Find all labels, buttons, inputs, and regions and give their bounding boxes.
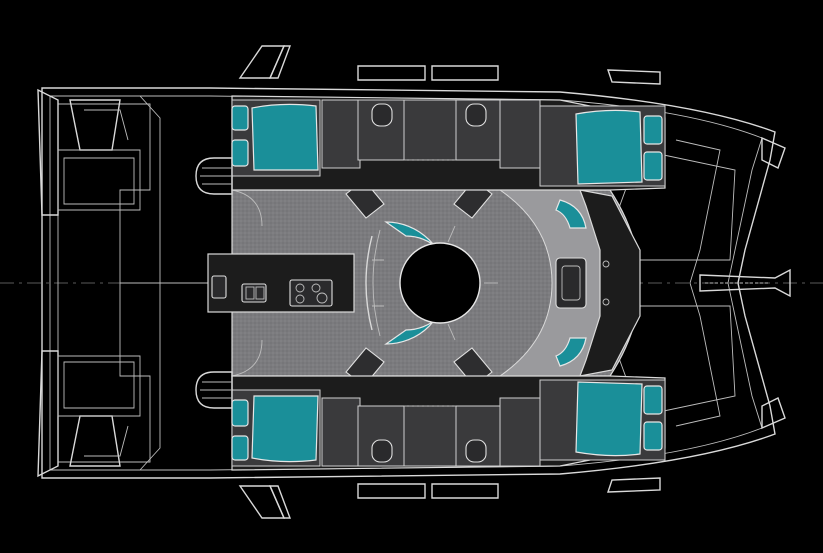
hull-bottom-interior <box>231 375 666 471</box>
stern-steps-bottom <box>37 350 141 478</box>
bowsprit <box>699 268 791 298</box>
hull-top-interior <box>231 95 666 191</box>
salon-settee <box>365 221 498 345</box>
side-panels <box>238 45 661 519</box>
cooktop-icon <box>289 279 333 307</box>
galley-island <box>207 253 355 313</box>
stern-steps-top <box>37 88 141 216</box>
dining-table <box>399 242 481 324</box>
companionway-stairs <box>195 157 233 409</box>
